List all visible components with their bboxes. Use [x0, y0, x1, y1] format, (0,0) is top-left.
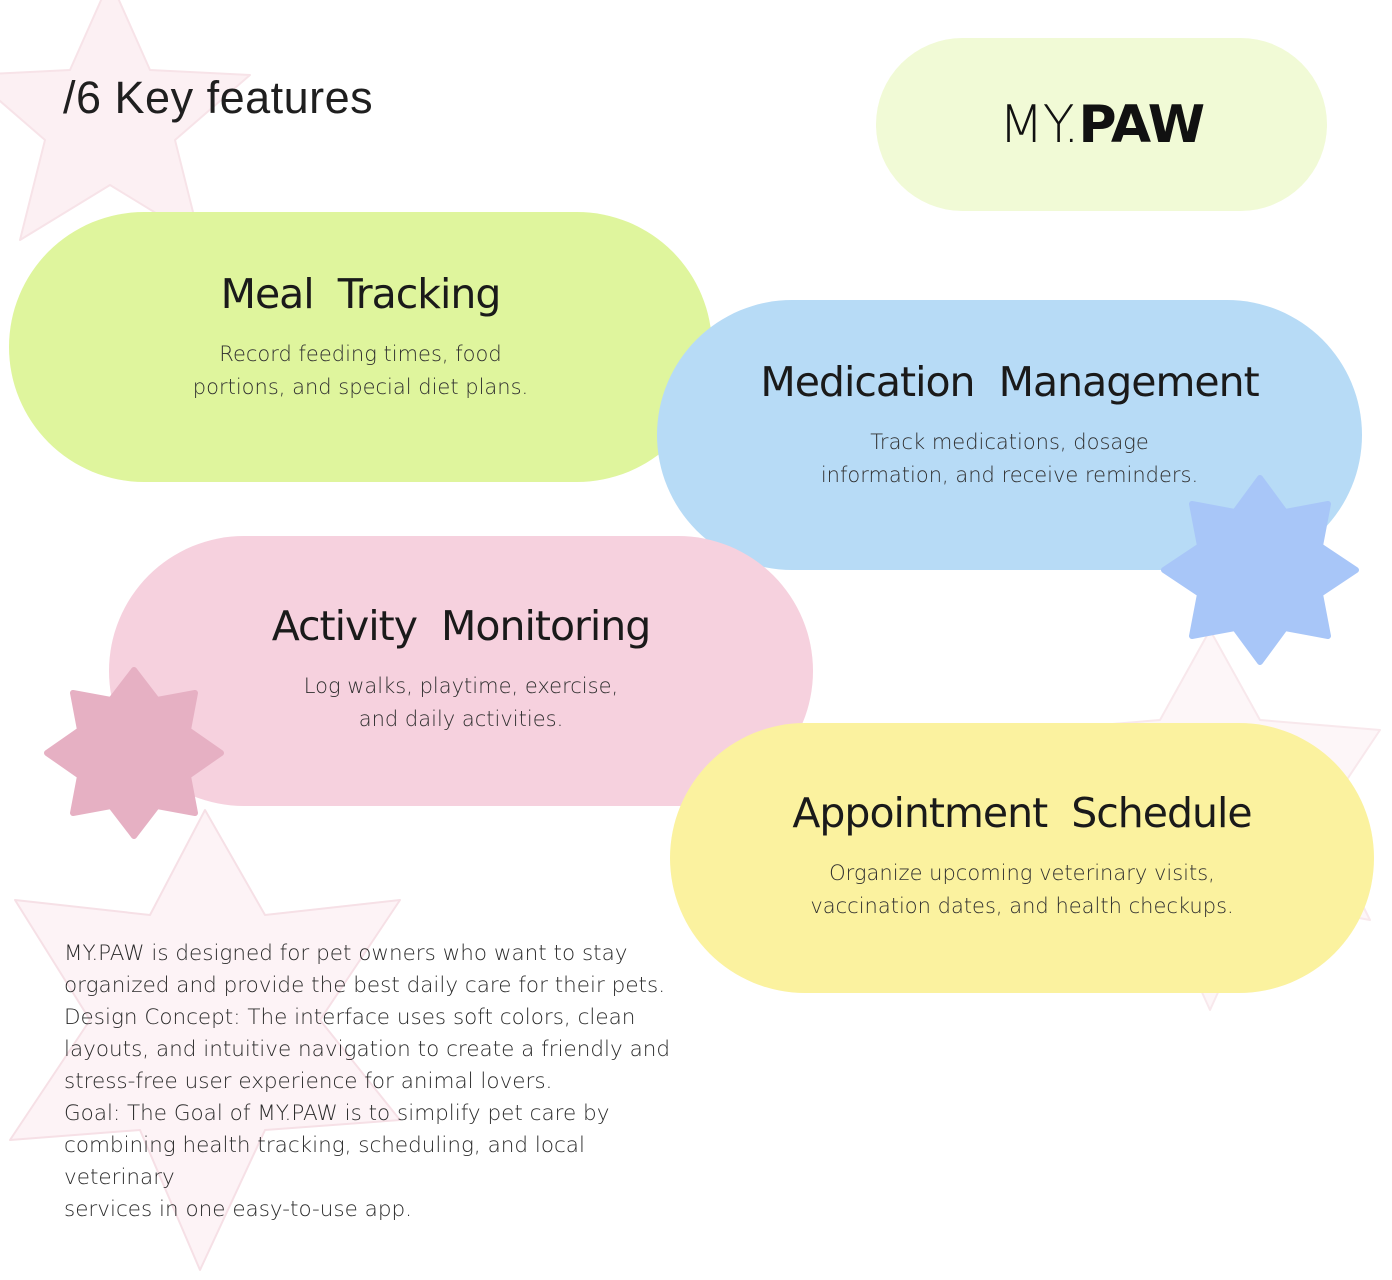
background-star-bottom-left — [9, 809, 401, 1271]
description-line: combining health tracking, scheduling, a… — [64, 1133, 585, 1190]
description-line: layouts, and intuitive navigation to cre… — [64, 1037, 671, 1062]
background-star-top-left — [0, 0, 251, 241]
feature-card-meal-tracking: Meal Tracking Record feeding times, food… — [9, 212, 712, 482]
description-line: services in one easy-to-use app. — [64, 1197, 412, 1222]
description-line: Goal: The Goal of MY.PAW is to simplify … — [64, 1101, 610, 1126]
description-line: MY.PAW is designed for pet owners who wa… — [64, 941, 628, 966]
feature-description: Log walks, playtime, exercise,and daily … — [303, 674, 619, 731]
logo-container: MY.PAW — [876, 38, 1327, 211]
logo-light-part: MY. — [998, 94, 1080, 155]
feature-title: Activity Monitoring — [271, 602, 652, 650]
app-description: MY.PAW is designed for pet owners who wa… — [64, 938, 694, 1226]
description-line: Design Concept: The interface uses soft … — [64, 1005, 636, 1030]
blue-star-icon — [1161, 475, 1359, 665]
description-line: stress-free user experience for animal l… — [64, 1069, 553, 1094]
description-line: organized and provide the best daily car… — [64, 973, 666, 998]
feature-title: Medication Management — [760, 358, 1259, 406]
feature-title: Appointment Schedule — [792, 789, 1252, 837]
feature-title: Meal Tracking — [220, 270, 502, 318]
brand-logo: MY.PAW — [998, 94, 1206, 155]
feature-description: Organize upcoming veterinary visits,vacc… — [810, 861, 1234, 918]
feature-card-appointment-schedule: Appointment Schedule Organize upcoming v… — [670, 723, 1374, 993]
logo-bold-part: PAW — [1078, 94, 1206, 155]
section-title: /6 Key features — [63, 72, 374, 123]
pink-star-icon — [44, 667, 224, 839]
feature-card-activity-monitoring: Activity Monitoring Log walks, playtime,… — [109, 536, 813, 806]
